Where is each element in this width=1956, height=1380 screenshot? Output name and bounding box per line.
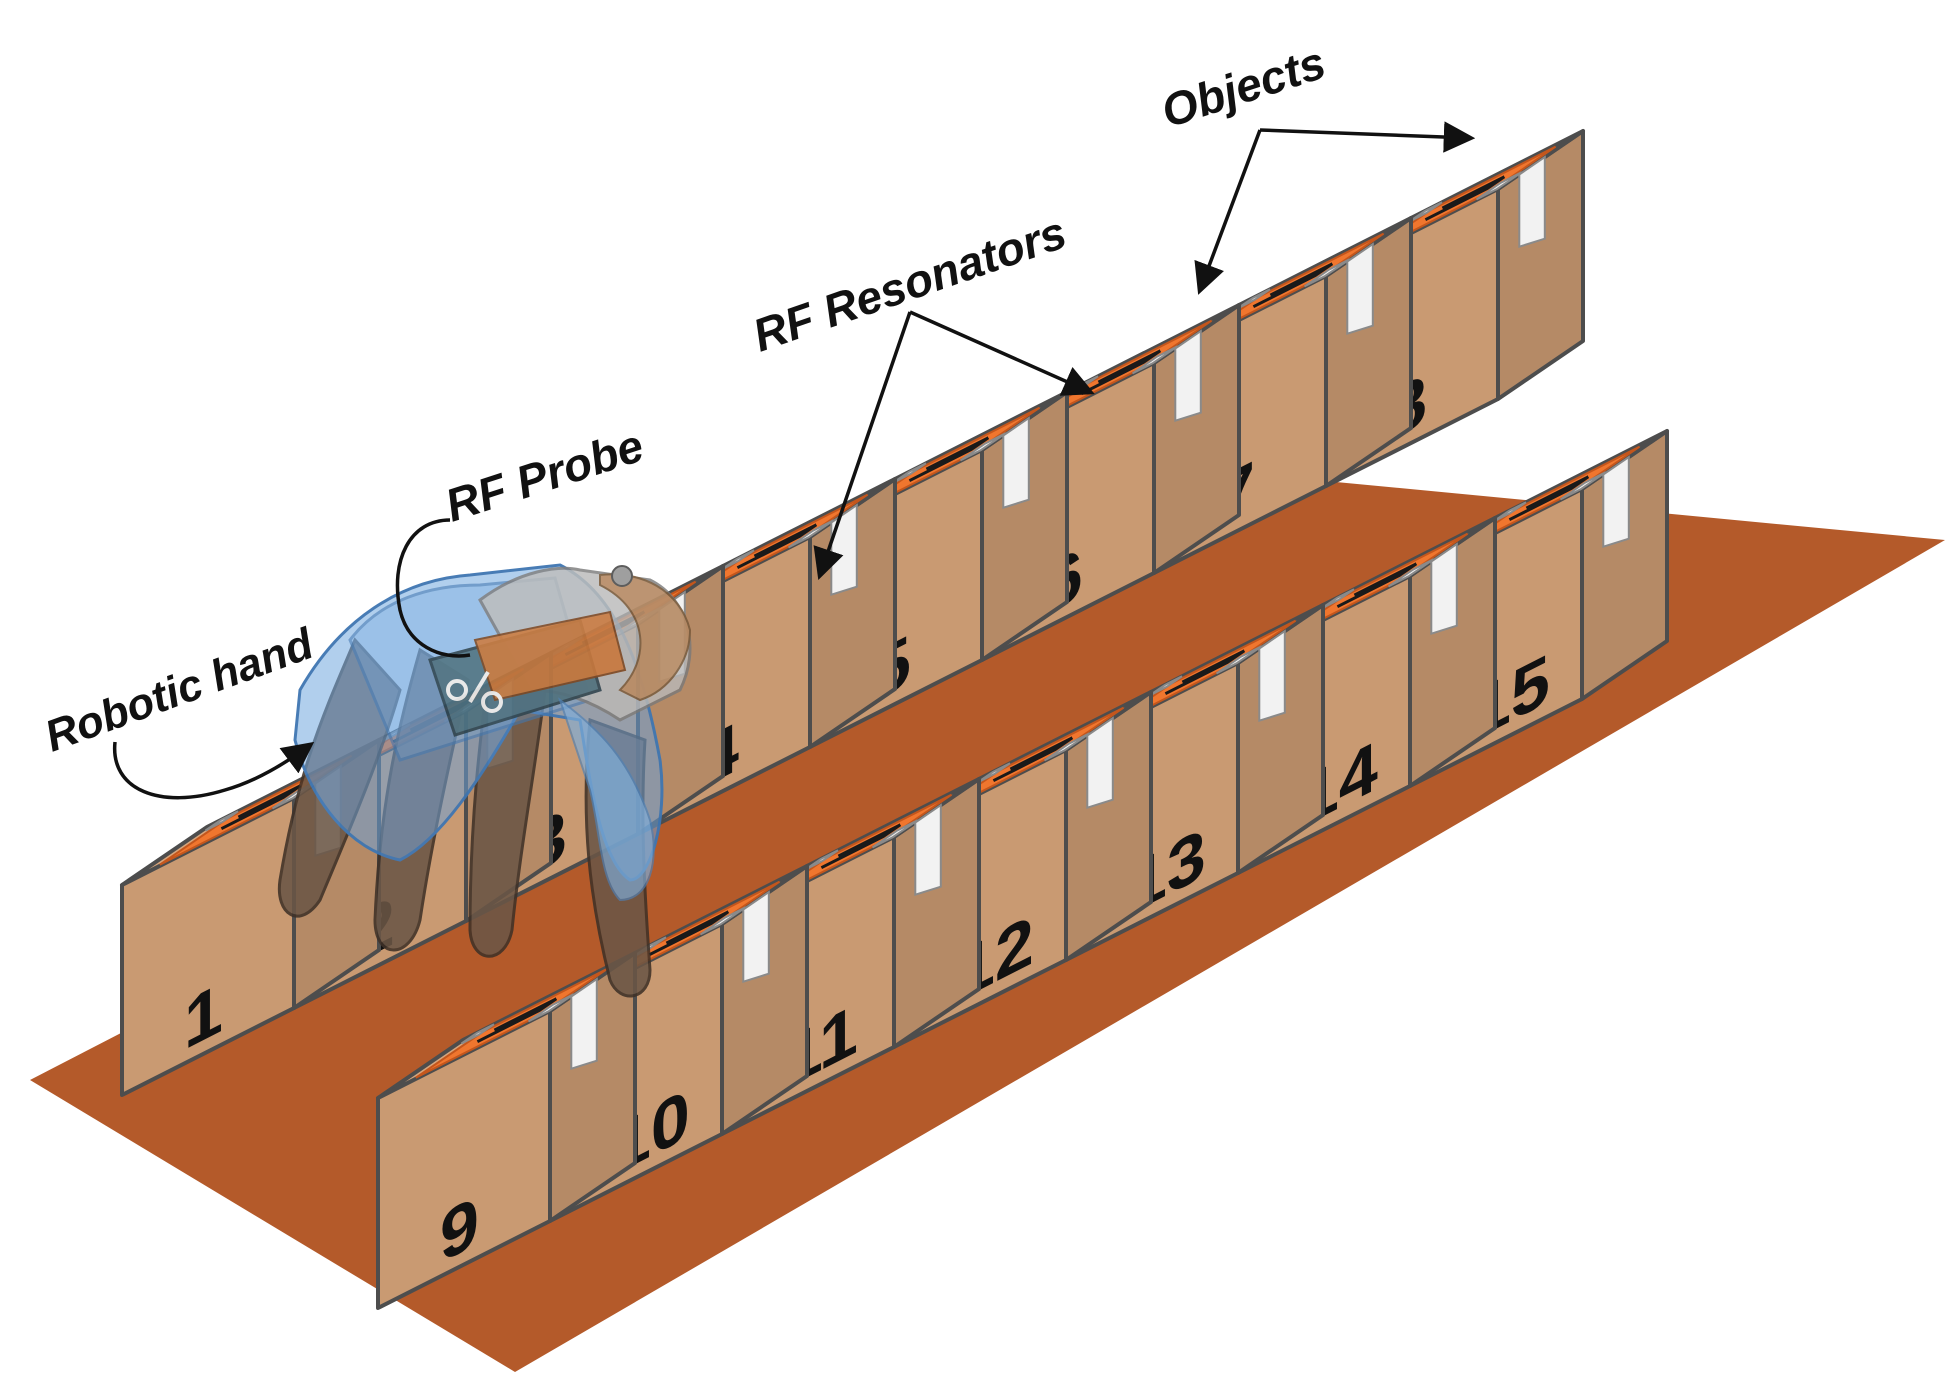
- hand-thumb: [558, 697, 655, 902]
- objects-arrow: [1194, 129, 1262, 295]
- clip: [1236, 288, 1271, 310]
- clip: [570, 977, 598, 1071]
- rf-resonator-arrow: [909, 310, 1095, 396]
- clip: [1346, 242, 1374, 336]
- clip: [976, 762, 1011, 784]
- resonator-slot-icon: [736, 523, 818, 570]
- clip: [892, 462, 927, 484]
- clip: [914, 803, 942, 897]
- robotic-hand: [277, 563, 692, 998]
- resonator-slot-icon: [1508, 475, 1590, 522]
- callout-arrows: [113, 121, 1476, 800]
- clip: [1430, 542, 1458, 636]
- robotic-hand-label: Robotic hand: [39, 619, 321, 762]
- rf-probe-pad: [473, 610, 627, 702]
- wrist-bolt: [611, 565, 633, 587]
- resonator-slot-icon: [1336, 562, 1418, 609]
- clip: [1492, 501, 1527, 523]
- objects-arrow: [1259, 121, 1476, 153]
- clip: [1174, 329, 1202, 423]
- rf-probe-arrow: [395, 518, 471, 658]
- rf-resonators-label: RF Resonators: [746, 206, 1072, 362]
- clip: [742, 890, 770, 984]
- object-box: 9: [376, 951, 637, 1310]
- resonator-slot-icon: [1424, 175, 1506, 222]
- clip: [1148, 675, 1183, 697]
- resonator-slot-icon: [220, 784, 302, 831]
- clip: [804, 849, 839, 871]
- robotic-hand-arrow: [113, 741, 315, 800]
- clip: [1086, 716, 1114, 810]
- clip: [1258, 629, 1286, 723]
- clip: [1002, 416, 1030, 510]
- resonator-slot-icon: [476, 997, 558, 1044]
- resonator-slot-icon: [820, 823, 902, 870]
- wrist-cuff: [599, 573, 692, 702]
- rf-probe-label: RF Probe: [439, 419, 650, 532]
- resonator-slot-icon: [648, 910, 730, 957]
- rf-resonator-arrow: [813, 311, 912, 580]
- clip: [1320, 588, 1355, 610]
- resonator-slot-icon: [908, 436, 990, 483]
- resonator-slot-icon: [1252, 262, 1334, 309]
- objects-label: Objects: [1155, 36, 1332, 138]
- clip: [1408, 201, 1443, 223]
- clip: [204, 810, 239, 832]
- clip: [1518, 155, 1546, 249]
- resonator-slot-icon: [1080, 349, 1162, 396]
- clip: [720, 549, 755, 571]
- rf-probe-antenna-icon: [446, 670, 503, 713]
- clip: [1602, 455, 1630, 549]
- resonator-slot-icon: [1164, 649, 1246, 696]
- clip: [460, 1023, 495, 1045]
- resonator-slot-icon: [992, 736, 1074, 783]
